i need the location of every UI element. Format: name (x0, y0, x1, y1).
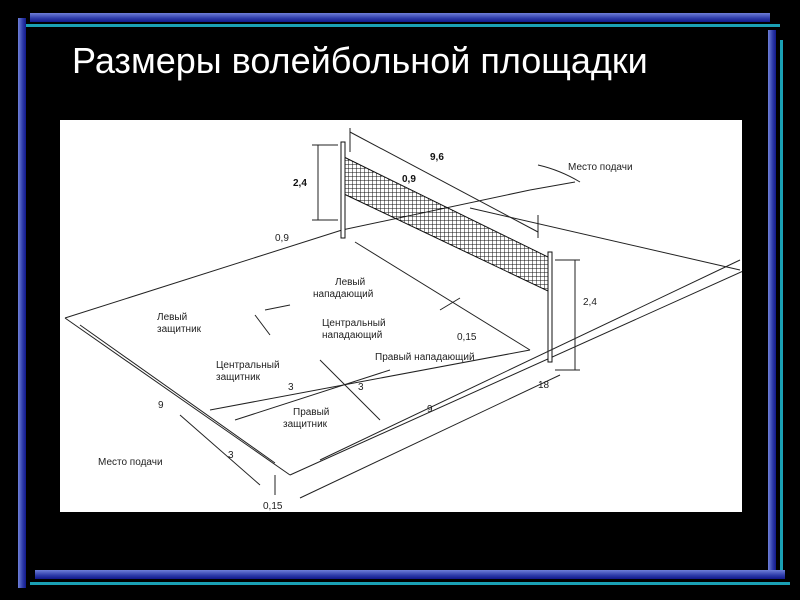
net (340, 141, 553, 363)
court-drawing: Место подачи Место подачи Левый нападающ… (64, 128, 742, 512)
center-line (354, 241, 531, 351)
attack-line-near (209, 349, 531, 411)
net-post-left (340, 141, 346, 239)
left-attacker-label-1: Левый (335, 277, 365, 288)
left-attacker-label-2: нападающий (313, 289, 373, 300)
slide-title: Размеры волейбольной площадки (72, 40, 648, 81)
court-diagram: Место подачи Место подачи Левый нападающ… (60, 120, 742, 512)
post-offset-label: 0,9 (275, 233, 289, 244)
dim-attack-side (179, 414, 261, 486)
center-attacker-label-2: нападающий (322, 330, 382, 341)
half-length-label: 9 (427, 404, 433, 415)
court-width-label: 9 (158, 400, 164, 411)
dim-court-width (79, 324, 276, 464)
net-length-label: 9,6 (430, 152, 444, 163)
attack-zone-side-label: 3 (228, 450, 234, 461)
serve-zone-brace (537, 164, 581, 183)
frame-line-top (20, 24, 780, 27)
center-defender-label-2: защитник (216, 372, 261, 383)
right-attacker-label: Правый нападающий (375, 352, 475, 363)
dim-attack-zone-a (234, 369, 391, 421)
dim-half-length (299, 374, 561, 499)
left-defender-label-1: Левый (157, 312, 187, 323)
court-right-sideline (289, 271, 742, 476)
dim-net-length (349, 131, 539, 233)
net-height-left-label: 2,4 (293, 178, 307, 189)
center-attacker-label-1: Центральный (322, 318, 386, 329)
frame-line-right (780, 40, 783, 570)
net-height-right-label: 2,4 (583, 297, 597, 308)
frame-bar-right (768, 30, 776, 570)
left-defender-label-2: защитник (157, 324, 202, 335)
attack-zone-b-label: 3 (358, 382, 364, 393)
line-width-bottom-label: 0,15 (263, 501, 283, 512)
center-defender-label-1: Центральный (216, 360, 280, 371)
far-serve-line (529, 181, 576, 191)
frame-line-bottom (30, 582, 790, 585)
line-width-top-label: 0,15 (457, 332, 477, 343)
court-back-line-near (64, 317, 291, 476)
frame-bar-top (30, 13, 770, 22)
serve-zone-label-top: Место подачи (568, 162, 633, 173)
dim-attack-zone-b (319, 359, 381, 421)
net-width-label: 0,9 (402, 174, 416, 185)
court-left-sideline-far (64, 229, 343, 319)
court-far-end-line (469, 207, 741, 271)
frame-bar-left (18, 18, 26, 588)
attack-zone-a-label: 3 (288, 382, 294, 393)
court-lines (64, 181, 742, 476)
right-defender-label-2: защитник (283, 419, 328, 430)
frame-bar-bottom (35, 570, 785, 579)
net-post-right (547, 251, 553, 363)
court-length-label: 18 (538, 380, 550, 391)
right-defender-label-1: Правый (293, 407, 329, 418)
dimension-lines (79, 128, 741, 499)
dim-court-length (319, 259, 741, 461)
serve-zone-label-bottom: Место подачи (98, 457, 163, 468)
